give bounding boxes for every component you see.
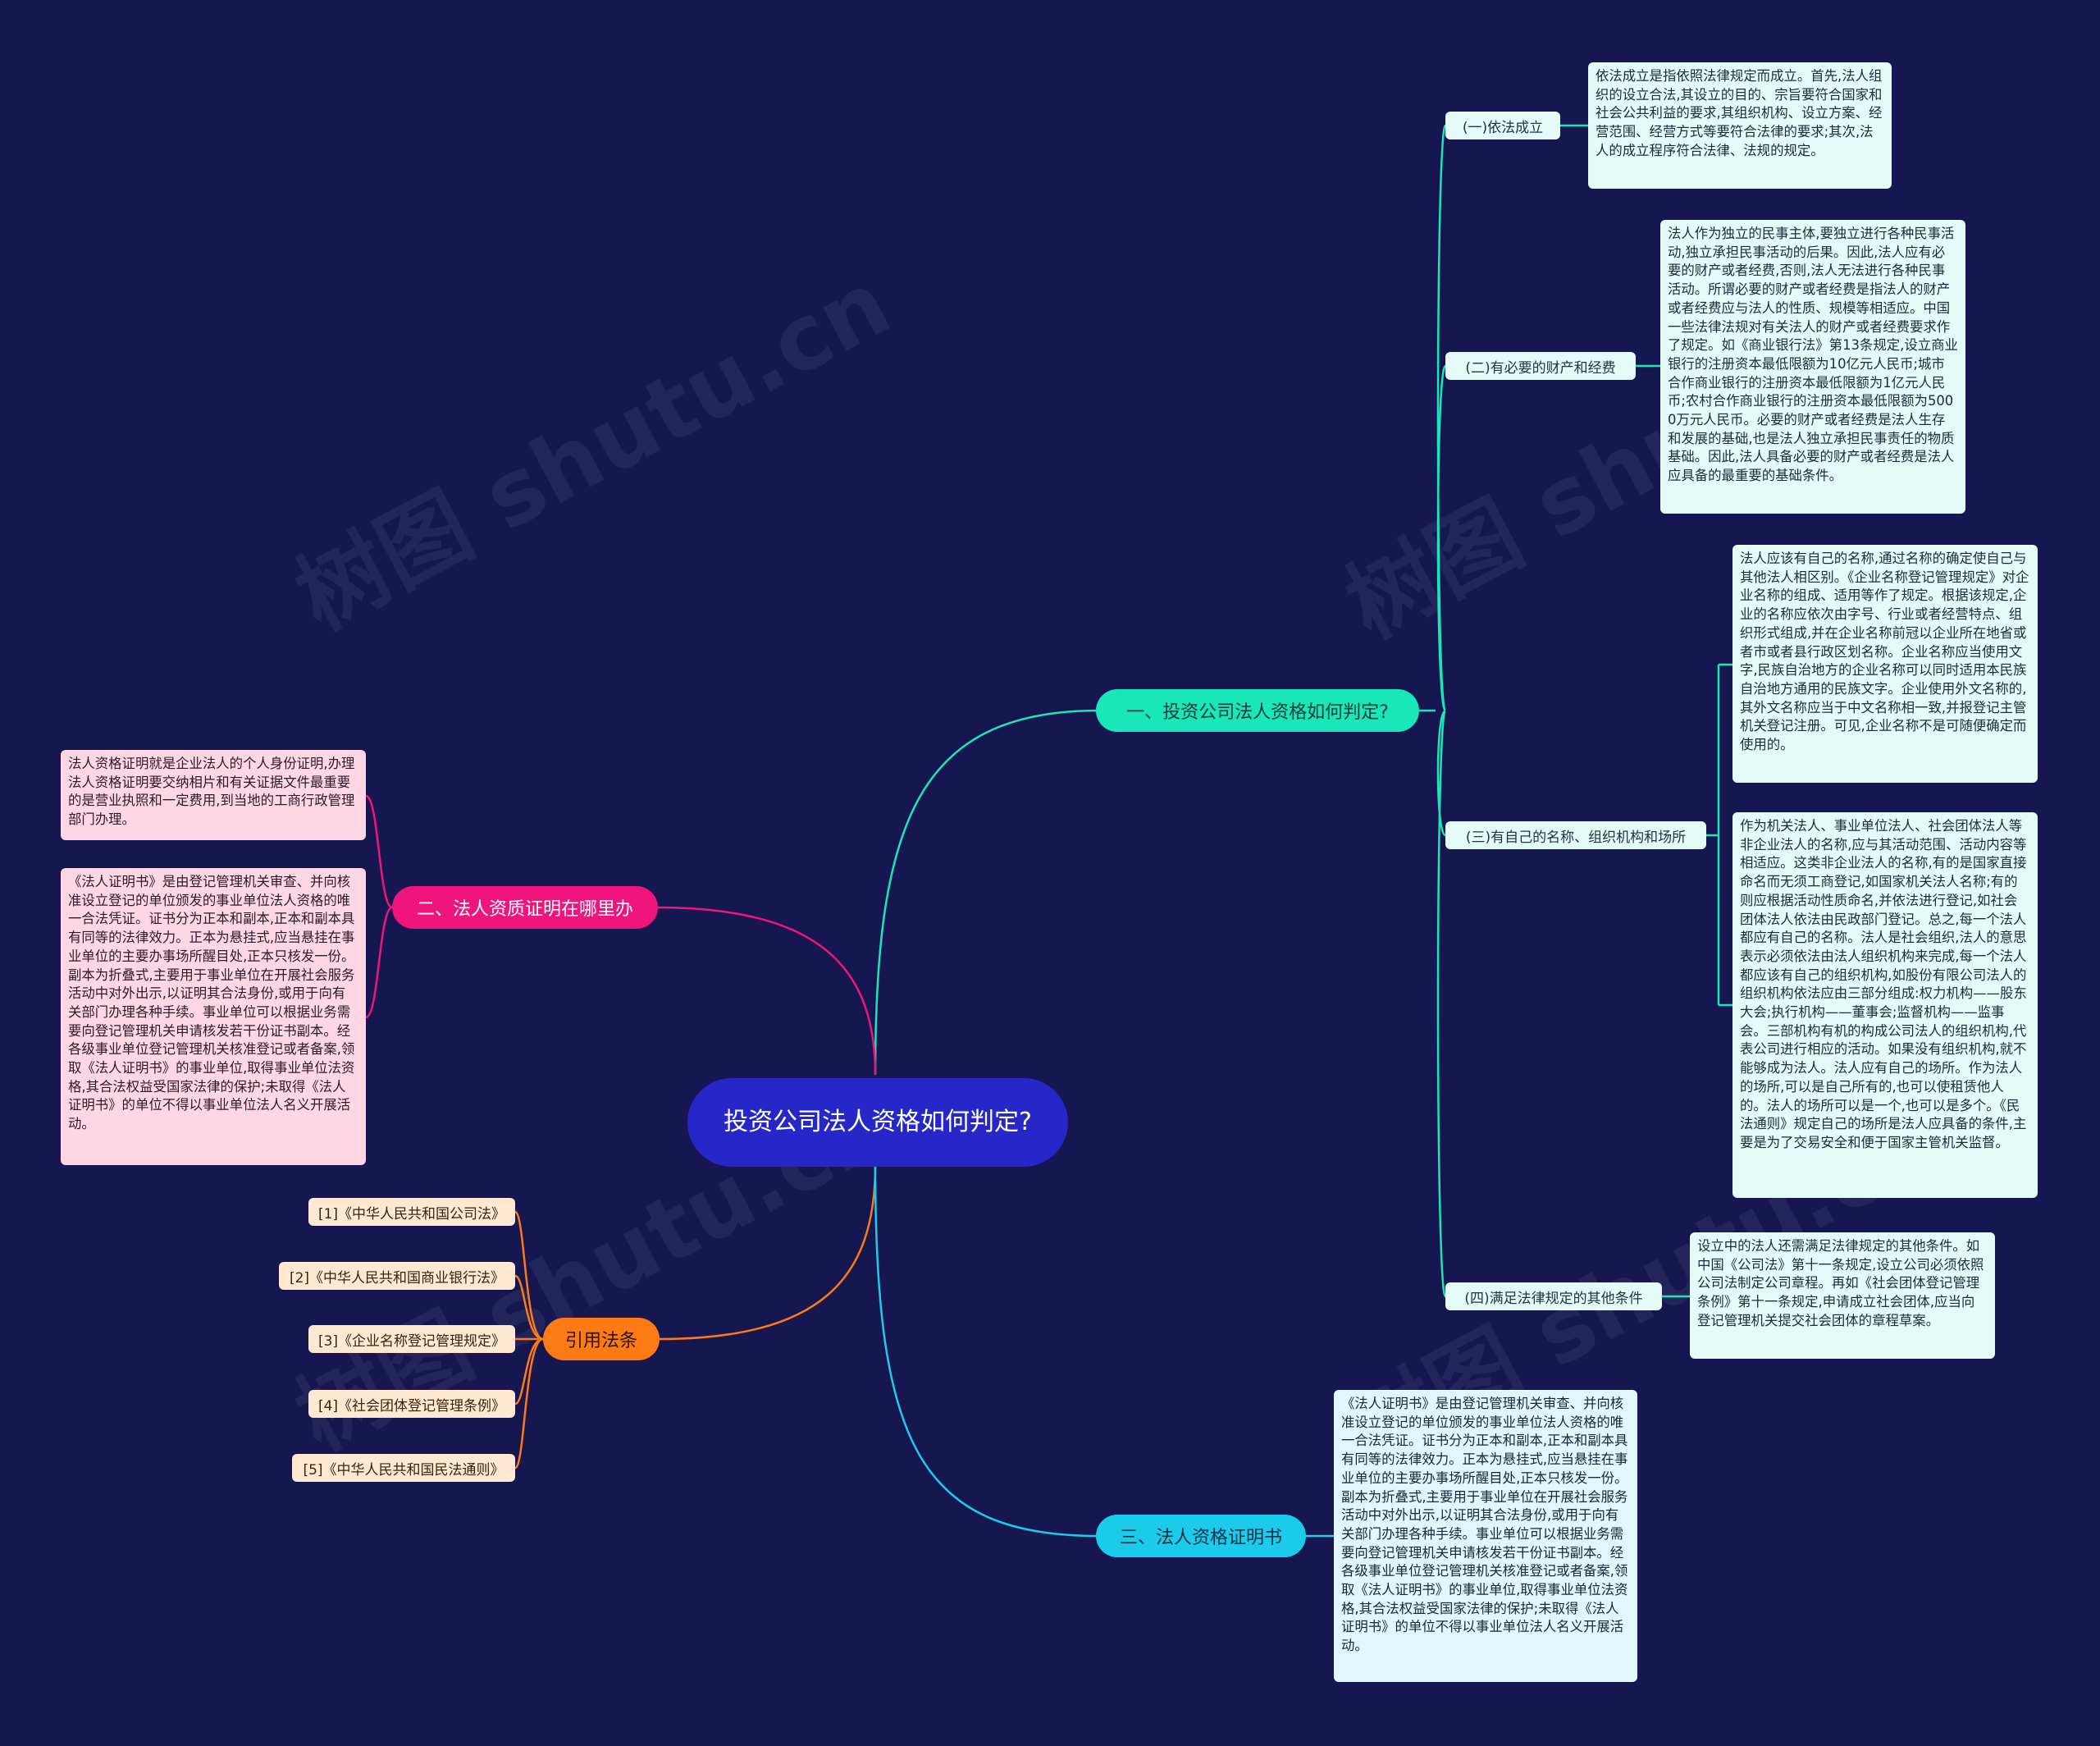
link-branch3-ref (514, 1274, 544, 1341)
reference-item[interactable]: [5]《中华人民共和国民法通则》 (292, 1454, 515, 1482)
leaf-certificate-process: 法人资格证明就是企业法人的个人身份证明,办理法人资格证明要交纳相片和有关证据文件… (61, 750, 366, 840)
link-branch1-sub (1436, 364, 1447, 712)
link-branch3-ref (514, 1337, 544, 1469)
reference-item[interactable]: [3]《企业名称登记管理规定》 (308, 1325, 515, 1353)
reference-item[interactable]: [2]《中华人民共和国商业银行法》 (279, 1262, 515, 1290)
link-branch1-sub (1436, 709, 1447, 837)
branch-legal-person-certificate[interactable]: 三、法人资格证明书 (1096, 1515, 1306, 1557)
leaf-lawful-establishment: 依法成立是指依照法律规定而成立。首先,法人组织的设立合法,其设立的目的、宗旨要符… (1588, 62, 1892, 189)
leaf-name: 法人应该有自己的名称,通过名称的确定使自己与其他法人相区别。《企业名称登记管理规… (1732, 545, 2038, 783)
link-root-branch1 (874, 709, 1100, 1076)
link-branch3-ref (514, 1210, 544, 1341)
link-branch1-sub (1436, 709, 1447, 1298)
link-branch2-leaf (365, 906, 393, 1019)
link-branch2-leaf (365, 794, 393, 909)
link-branch3-ref (514, 1337, 544, 1405)
link-root-branch4 (874, 1164, 1100, 1538)
branch-where-to-apply[interactable]: 二、法人资质证明在哪里办 (392, 886, 658, 929)
leaf-necessary-property: 法人作为独立的民事主体,要独立进行各种民事活动,独立承担民事活动的后果。因此,法… (1660, 220, 1965, 514)
leaf-legal-person-certificate: 《法人证明书》是由登记管理机关审查、并向核准设立登记的单位颁发的事业单位法人资格… (1334, 1390, 1637, 1682)
sub-name-organization-premises[interactable]: (三)有自己的名称、组织机构和场所 (1445, 821, 1706, 849)
reference-item[interactable]: [1]《中华人民共和国公司法》 (308, 1198, 515, 1226)
root-topic[interactable]: 投资公司法人资格如何判定? (687, 1078, 1068, 1167)
branch-judge-qualification[interactable]: 一、投资公司法人资格如何判定? (1096, 689, 1419, 732)
link-root-branch3 (657, 1164, 877, 1341)
branch-cited-laws[interactable]: 引用法条 (543, 1318, 660, 1360)
reference-item[interactable]: [4]《社会团体登记管理条例》 (308, 1390, 515, 1418)
sub-necessary-property[interactable]: (二)有必要的财产和经费 (1445, 352, 1636, 380)
leaf-organization-premises: 作为机关法人、事业单位法人、社会团体法人等非企业法人的名称,应与其活动范围、活动… (1732, 812, 2038, 1198)
sub-lawful-establishment[interactable]: (一)依法成立 (1445, 112, 1560, 139)
leaf-certificate-description: 《法人证明书》是由登记管理机关审查、并向核准设立登记的单位颁发的事业单位法人资格… (61, 868, 366, 1165)
link-root-branch2 (655, 906, 877, 1076)
leaf-other-conditions: 设立中的法人还需满足法律规定的其他条件。如中国《公司法》第十一条规定,设立公司必… (1690, 1232, 1995, 1359)
sub-other-conditions[interactable]: (四)满足法律规定的其他条件 (1445, 1282, 1662, 1310)
